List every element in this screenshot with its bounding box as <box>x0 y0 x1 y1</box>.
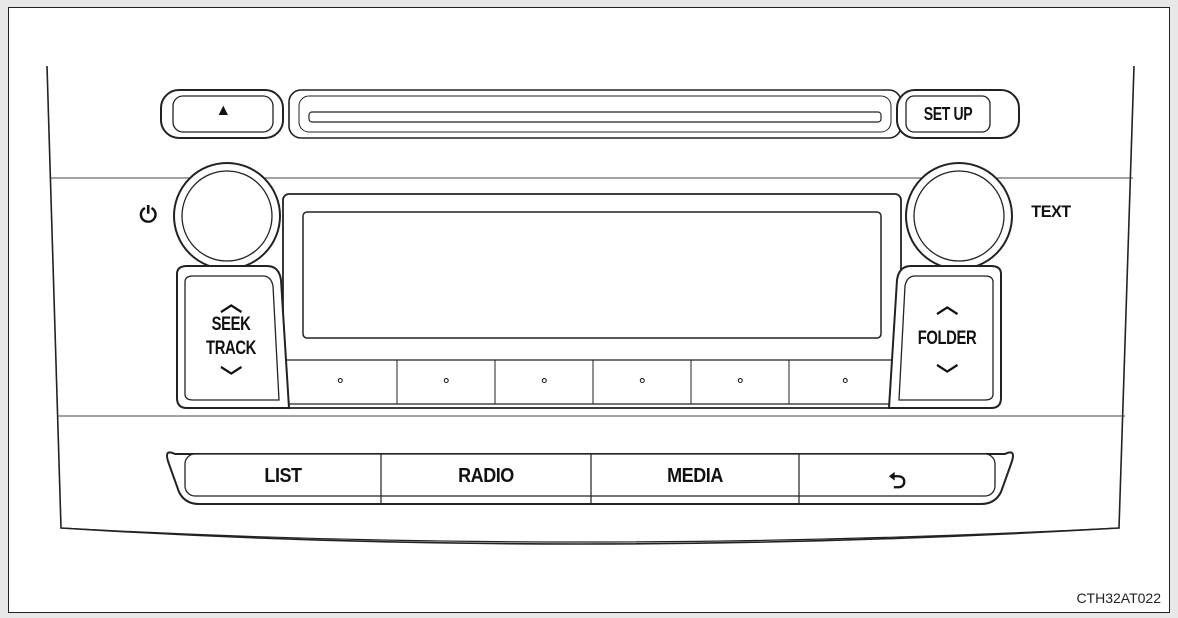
chevron-down-icon: ﹀ <box>220 365 242 390</box>
cd-slot-opening <box>308 111 882 123</box>
radio-button[interactable]: RADIO <box>381 454 591 498</box>
setup-button-inner <box>905 95 991 133</box>
chevron-up-icon: ︿ <box>220 291 242 316</box>
setup-button[interactable]: SET UP <box>906 96 990 132</box>
power-icon: ⏻ <box>139 202 157 227</box>
chevron-down-icon: ﹀ <box>936 363 958 388</box>
chevron-up-icon: ︿ <box>936 293 958 318</box>
preset-dot: ∘ <box>539 372 549 389</box>
text-label: TEXT <box>1031 202 1071 221</box>
right-knob-inner <box>913 170 1005 262</box>
seek-down-button[interactable]: TRACK ﹀ <box>185 336 277 398</box>
figure-code: CTH32AT022 <box>1076 590 1161 606</box>
eject-icon: ▲ <box>215 102 231 119</box>
radio-label: RADIO <box>458 465 514 487</box>
folder-label: FOLDER <box>917 328 977 349</box>
track-label: TRACK <box>206 338 256 359</box>
preset-dot: ∘ <box>441 372 451 389</box>
radio-panel-drawing <box>46 65 1135 545</box>
list-label: LIST <box>264 465 302 487</box>
seek-button-inner <box>184 275 280 401</box>
preset-dot: ∘ <box>735 372 745 389</box>
back-arrow-icon: ⮌ <box>888 468 906 493</box>
preset-button-5[interactable]: ∘ <box>691 360 789 404</box>
cd-slot[interactable] <box>309 110 881 124</box>
setup-label: SET UP <box>923 104 973 124</box>
preset-button-3[interactable]: ∘ <box>495 360 593 404</box>
folder-down-button[interactable]: ﹀ <box>901 352 993 398</box>
panel-bottom-edge <box>60 527 1120 543</box>
tune-select-knob[interactable] <box>906 163 1012 269</box>
seek-label: SEEK <box>211 314 251 335</box>
eject-button-inner <box>172 95 274 133</box>
figure-frame: ▲ SET UP ⏻ TEXT ∘ ∘ ∘ ∘ ∘ ∘ ︿ SEEK TRACK… <box>8 7 1170 613</box>
preset-dot: ∘ <box>637 372 647 389</box>
eject-button[interactable]: ▲ <box>173 96 273 132</box>
folder-button-inner <box>898 275 994 401</box>
panel-outline <box>46 65 1135 545</box>
media-label: MEDIA <box>667 465 723 487</box>
display-screen <box>302 211 882 339</box>
preset-dot: ∘ <box>335 372 345 389</box>
back-button[interactable]: ⮌ <box>799 454 995 498</box>
folder-up-button[interactable]: ︿ <box>901 276 993 336</box>
preset-button-1[interactable]: ∘ <box>283 360 397 404</box>
preset-button-4[interactable]: ∘ <box>593 360 691 404</box>
preset-dot: ∘ <box>840 372 850 389</box>
display-screen-area <box>303 212 881 338</box>
seek-up-button[interactable]: ︿ SEEK <box>185 276 277 336</box>
list-button[interactable]: LIST <box>185 454 381 498</box>
power-volume-knob[interactable] <box>174 163 280 269</box>
preset-button-2[interactable]: ∘ <box>397 360 495 404</box>
media-button[interactable]: MEDIA <box>591 454 799 498</box>
left-knob-inner <box>181 170 273 262</box>
bottom-bar-inner <box>184 453 996 497</box>
preset-button-6[interactable]: ∘ <box>789 360 901 404</box>
